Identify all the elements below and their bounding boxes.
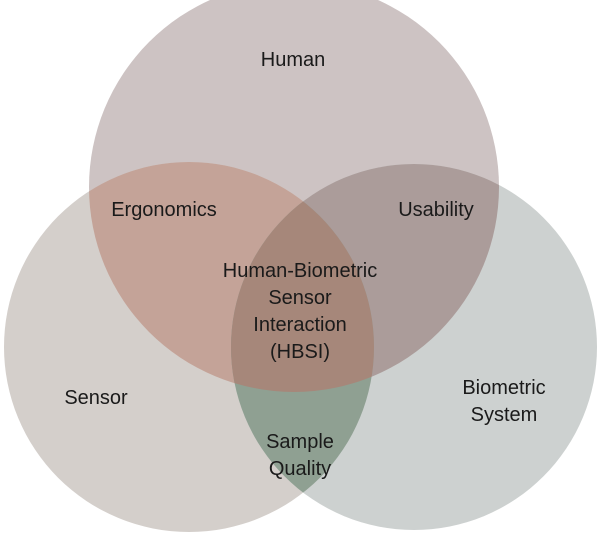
usability-label: Usability: [398, 199, 474, 221]
biometric-system-label-line1: Biometric: [462, 377, 545, 399]
hbsi-label-line2: Sensor: [268, 287, 332, 309]
ergonomics-label: Ergonomics: [111, 199, 217, 221]
hbsi-center-region: [231, 164, 374, 392]
hbsi-label-line1: Human-Biometric: [223, 260, 377, 282]
hbsi-label-line3: Interaction: [253, 314, 346, 336]
biometric-system-label-line2: System: [471, 404, 538, 426]
hbsi-label-line4: (HBSI): [270, 341, 330, 363]
sample-quality-label-line1: Sample: [266, 431, 334, 453]
sample-quality-label-line2: Quality: [269, 458, 331, 480]
human-label: Human: [261, 49, 325, 71]
sensor-label: Sensor: [64, 387, 128, 409]
